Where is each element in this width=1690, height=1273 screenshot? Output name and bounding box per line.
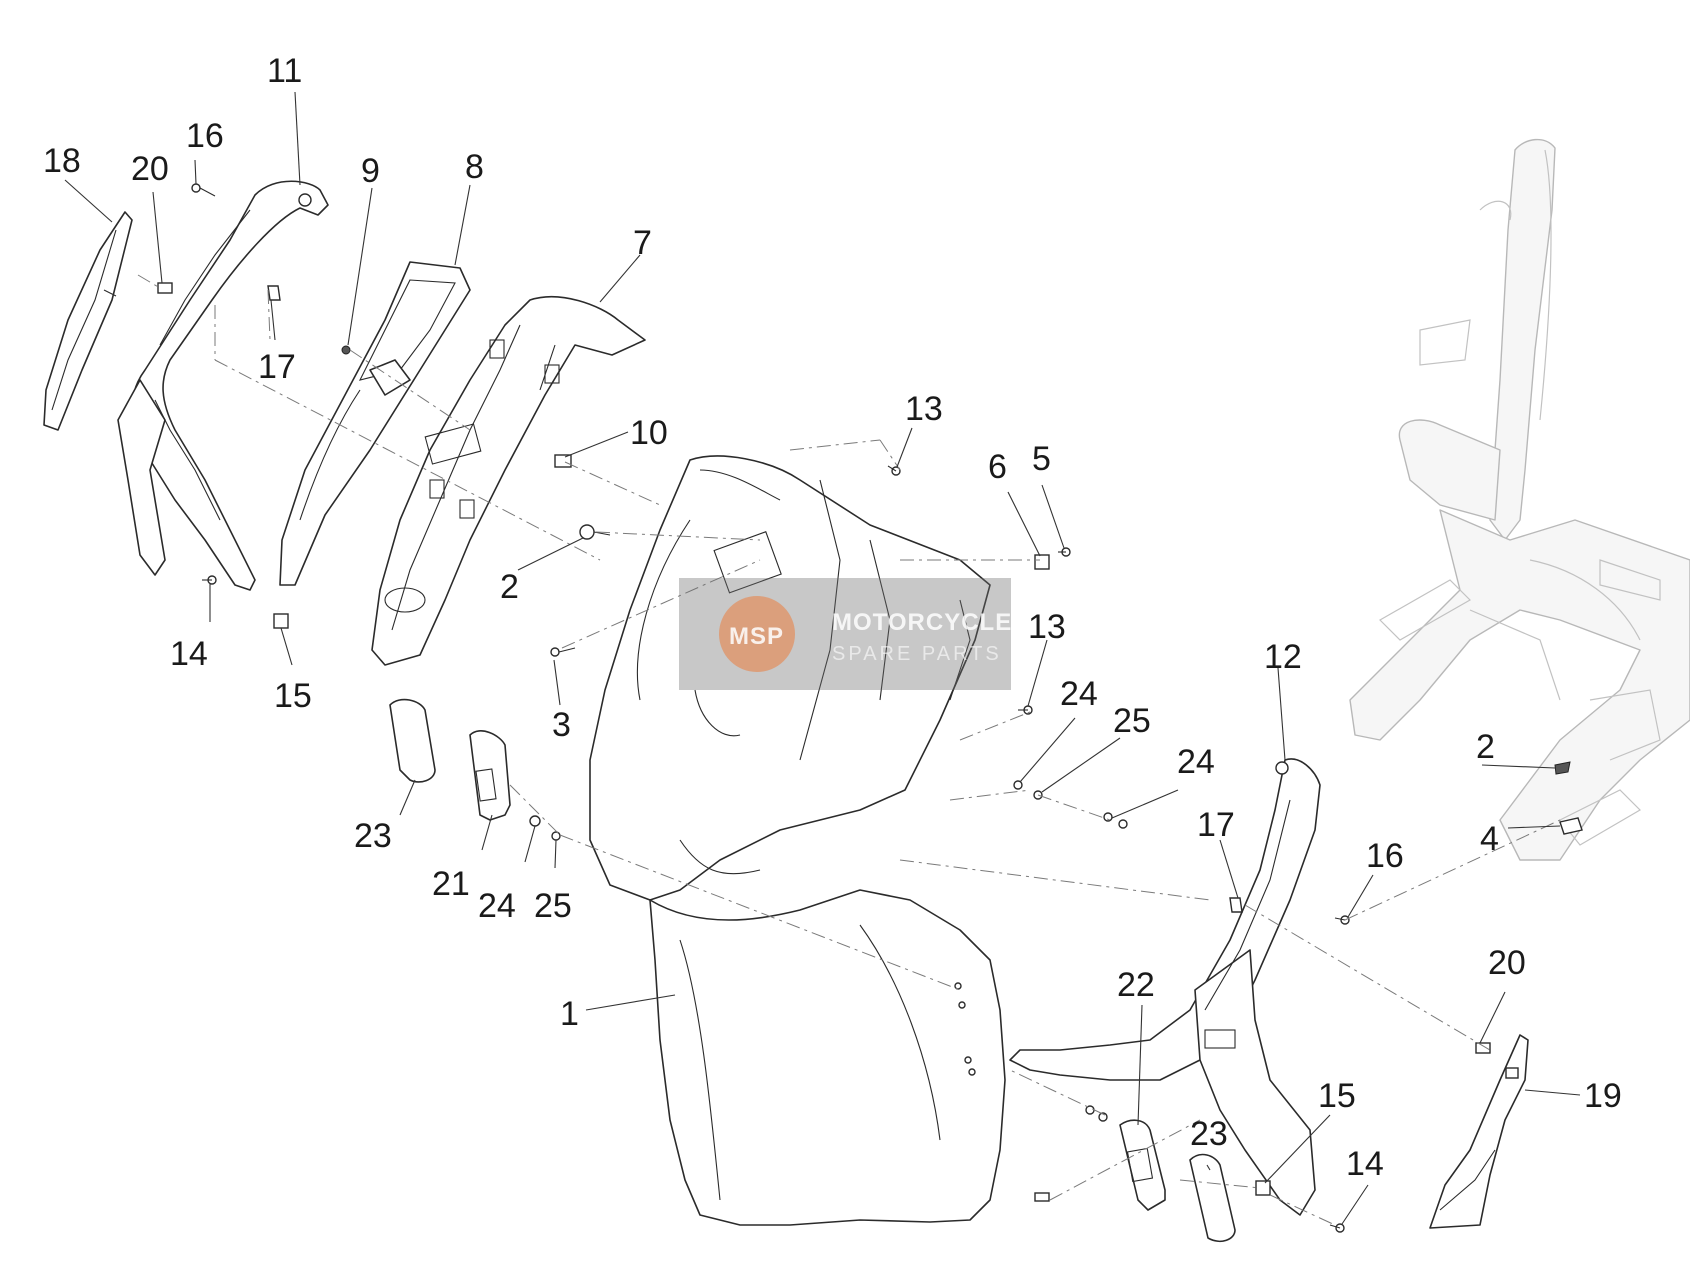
part-8-center-panel — [279, 261, 471, 586]
callout-9: 9 — [361, 152, 380, 190]
callouts: 11 16 20 18 17 9 8 7 10 2 3 13 6 5 13 24… — [43, 52, 1622, 1183]
callout-8: 8 — [465, 148, 484, 186]
callout-13: 13 — [905, 390, 943, 428]
callout-6: 6 — [988, 448, 1007, 486]
watermark-subtitle: SPARE PARTS — [832, 643, 1002, 665]
part-18-trim-left — [43, 211, 133, 431]
callout-17: 17 — [258, 348, 296, 386]
callout-25: 25 — [1113, 702, 1151, 740]
callout-7: 7 — [633, 224, 652, 262]
callout-5: 5 — [1032, 440, 1051, 478]
part-21-bracket — [469, 730, 511, 821]
leader-lines — [64, 91, 1581, 1225]
callout-13: 13 — [1028, 608, 1066, 646]
callout-17: 17 — [1197, 806, 1235, 844]
part-11-trim-frame-left — [117, 180, 329, 591]
callout-20: 20 — [131, 150, 169, 188]
callout-16: 16 — [1366, 837, 1404, 875]
watermark-logo-text: MSP — [729, 623, 784, 650]
callout-3: 3 — [552, 706, 571, 744]
part-22-bracket — [1119, 1119, 1166, 1211]
callout-25: 25 — [534, 887, 572, 925]
callout-12: 12 — [1264, 638, 1302, 676]
callout-15: 15 — [274, 677, 312, 715]
part-1-front-shield — [589, 455, 1050, 1226]
callout-24: 24 — [478, 887, 516, 925]
frame-ghost — [1349, 138, 1690, 861]
callout-23: 23 — [1190, 1115, 1228, 1153]
callout-18: 18 — [43, 142, 81, 180]
watermark-title: MOTORCYCLE — [832, 609, 1012, 636]
callout-14: 14 — [170, 635, 208, 673]
part-7-inner-panel — [371, 296, 646, 666]
callout-24: 24 — [1060, 675, 1098, 713]
callout-21: 21 — [432, 865, 470, 903]
callout-19: 19 — [1584, 1077, 1622, 1115]
callout-24: 24 — [1177, 743, 1215, 781]
hardware — [157, 183, 1583, 1233]
part-23-pad-left — [389, 698, 436, 783]
callout-22: 22 — [1117, 966, 1155, 1004]
callout-15: 15 — [1318, 1077, 1356, 1115]
watermark: MSP MOTORCYCLE SPARE PARTS — [679, 578, 1012, 690]
callout-1: 1 — [560, 995, 579, 1033]
callout-4: 4 — [1480, 820, 1499, 858]
part-23-pad-right — [1189, 1153, 1236, 1242]
alignment-lines — [137, 274, 1561, 1226]
callout-16: 16 — [186, 117, 224, 155]
callout-2: 2 — [500, 568, 519, 606]
part-19-trim-right — [1429, 1034, 1529, 1229]
callout-2: 2 — [1476, 728, 1495, 766]
callout-10: 10 — [630, 414, 668, 452]
callout-14: 14 — [1346, 1145, 1384, 1183]
callout-20: 20 — [1488, 944, 1526, 982]
callout-11: 11 — [267, 52, 302, 90]
callout-23: 23 — [354, 817, 392, 855]
part-12-trim-frame-right — [1009, 758, 1321, 1216]
